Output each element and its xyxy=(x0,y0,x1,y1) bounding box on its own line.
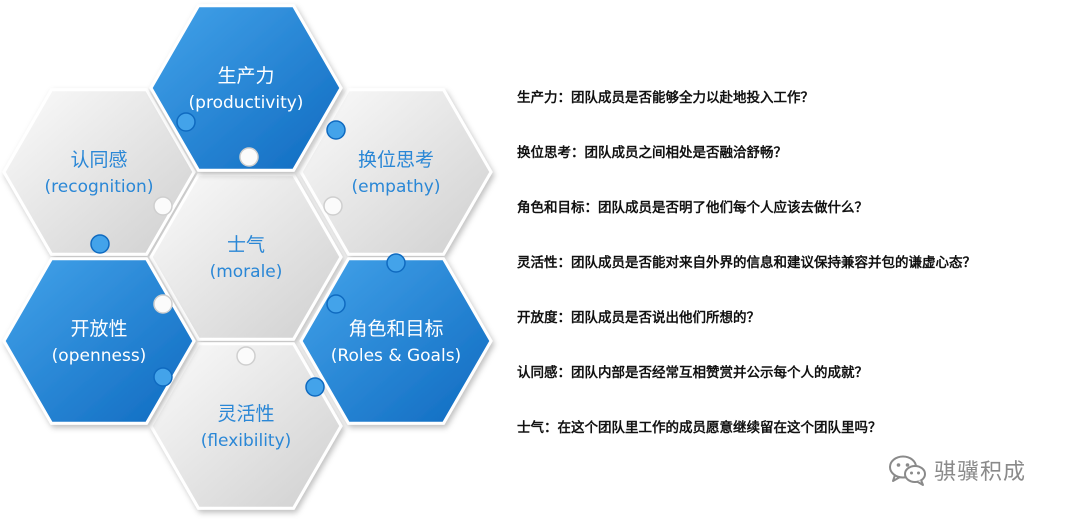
puzzle-knob xyxy=(153,367,173,387)
puzzle-knob xyxy=(386,253,406,273)
hexagon-openness: 开放性 (openness) xyxy=(2,257,196,425)
hexagon-shape-recognition xyxy=(2,88,196,256)
hexagon-subtitle-roles-goals: (Roles & Goals) xyxy=(331,346,461,366)
hexagon-shape-flexibility xyxy=(149,342,343,510)
hexagon-title-openness: 开放性 xyxy=(70,318,127,340)
hexagon-recognition: 认同感 (recognition) xyxy=(2,88,196,256)
hexagon-title-flexibility: 灵活性 xyxy=(217,403,274,425)
description-morale: 士气：在这个团队里工作的成员愿意继续留在这个团队里吗？ xyxy=(517,420,882,436)
hexagon-title-roles-goals: 角色和目标 xyxy=(348,318,443,340)
hexagon-title-recognition: 认同感 xyxy=(70,149,127,171)
puzzle-knob xyxy=(153,294,173,314)
hexagon-productivity: 生产力 (productivity) xyxy=(149,4,343,172)
hexagon-subtitle-empathy: (empathy) xyxy=(352,177,441,197)
watermark-text: 骐骥积成 xyxy=(934,460,1027,485)
hexagon-roles-goals: 角色和目标 (Roles & Goals) xyxy=(299,257,493,425)
hexagon-empathy: 换位思考 (empathy) xyxy=(299,88,493,256)
hexagon-shape-roles-goals xyxy=(299,257,493,425)
description-flexibility: 灵活性：团队成员是否能对来自外界的信息和建议保持兼容并包的谦虚心态？ xyxy=(517,255,976,271)
hexagon-subtitle-recognition: (recognition) xyxy=(45,177,154,197)
hexagon-shape-openness xyxy=(2,257,196,425)
description-openness: 开放度：团队成员是否说出他们所想的？ xyxy=(517,310,760,326)
description-empathy: 换位思考：团队成员之间相处是否融洽舒畅？ xyxy=(517,145,787,161)
hexagon-shape-empathy xyxy=(299,88,493,256)
puzzle-knob xyxy=(153,196,173,216)
description-recognition: 认同感：团队内部是否经常互相赞赏并公示每个人的成就？ xyxy=(517,365,868,381)
hexagon-title-morale: 士气 xyxy=(227,234,265,256)
hexagon-morale: 士气 (morale) xyxy=(149,173,343,341)
hexagon-puzzle-diagram: 认同感 (recognition) 换位思考 (empathy) 士气 (morale) 灵… xyxy=(2,4,493,510)
puzzle-knob xyxy=(323,196,343,216)
puzzle-knob xyxy=(239,147,259,167)
puzzle-knob xyxy=(176,112,196,132)
puzzle-knob xyxy=(326,120,346,140)
hexagon-title-empathy: 换位思考 xyxy=(358,149,434,171)
wechat-icon xyxy=(889,455,926,486)
description-roles-goals: 角色和目标：团队成员是否明了他们每个人应该去做什么？ xyxy=(517,200,868,216)
hexagon-subtitle-productivity: (productivity) xyxy=(189,93,304,113)
description-list: 生产力：团队成员是否能够全力以赴地投入工作？ 换位思考：团队成员之间相处是否融洽… xyxy=(517,88,976,473)
puzzle-knob xyxy=(90,234,110,254)
description-productivity: 生产力：团队成员是否能够全力以赴地投入工作？ xyxy=(517,90,814,106)
watermark: 骐骥积成 xyxy=(888,452,1026,488)
hexagon-subtitle-flexibility: (flexibility) xyxy=(201,431,292,451)
puzzle-knob xyxy=(236,346,256,366)
puzzle-knob xyxy=(326,294,346,314)
hexagon-shape-morale xyxy=(149,173,343,341)
hexagon-shape-productivity xyxy=(149,4,343,172)
puzzle-knob xyxy=(305,377,325,397)
hexagon-flexibility: 灵活性 (flexibility) xyxy=(149,342,343,510)
hexagon-subtitle-morale: (morale) xyxy=(210,262,283,282)
hexagon-title-productivity: 生产力 xyxy=(217,65,274,87)
hexagon-subtitle-openness: (openness) xyxy=(52,346,147,366)
